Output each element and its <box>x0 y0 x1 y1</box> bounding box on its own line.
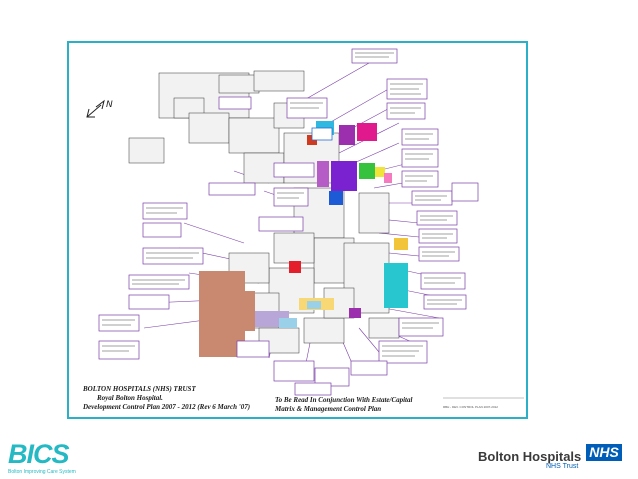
map-note-line-2: Matrix & Management Control Plan <box>275 405 382 413</box>
trust-name: Bolton Hospitals <box>478 449 582 464</box>
bics-logo: BICS Bolton Improving Care System <box>8 439 92 479</box>
nhs-badge: NHS <box>586 444 622 461</box>
map-note-line-1: To Be Read In Conjunction With Estate/Ca… <box>275 396 413 404</box>
map-title-block: BOLTON HOSPITALS (NHS) TRUST Royal Bolto… <box>83 385 250 412</box>
site-plan-drawing: N <box>86 48 524 399</box>
nhs-trust-logo: Bolton Hospitals NHS NHS Trust <box>478 441 628 473</box>
north-arrow-icon <box>86 99 105 118</box>
nhs-trust-label: NHS Trust <box>546 463 579 470</box>
map-title-line-3: Development Control Plan 2007 - 2012 (Re… <box>83 403 251 411</box>
callout-text-lines <box>102 52 462 357</box>
map-title-line-2: Royal Bolton Hospital. <box>97 394 163 402</box>
north-label: N <box>106 100 113 110</box>
drawing-reference: RBH - DEV. CONTROL PLAN 2007-2012 <box>443 405 498 409</box>
map-note-block: To Be Read In Conjunction With Estate/Ca… <box>275 396 412 414</box>
site-plan-map: N BOLTON HOSPITALS (NHS) TRUST Royal Bol… <box>67 41 528 419</box>
map-title-line-1: BOLTON HOSPITALS (NHS) TRUST <box>83 385 196 393</box>
bics-tagline: Bolton Improving Care System <box>8 469 76 475</box>
bics-wordmark: BICS <box>8 439 70 469</box>
development-zones <box>199 121 408 357</box>
